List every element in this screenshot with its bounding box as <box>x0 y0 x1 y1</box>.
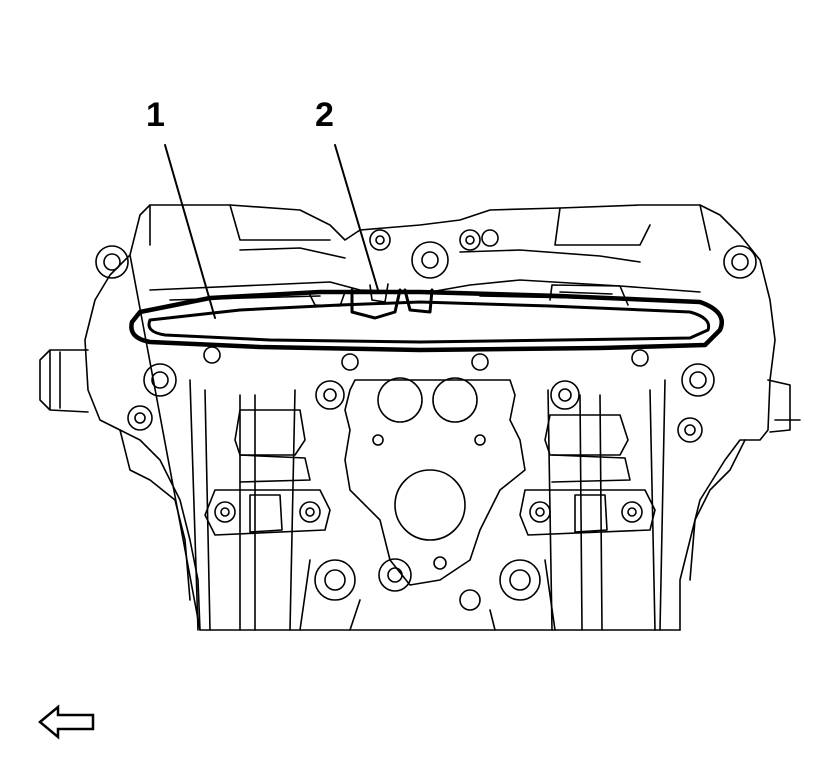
callout-1-leader <box>164 144 216 319</box>
coolant-outlet-pipe <box>39 349 89 413</box>
center-seal-section <box>350 288 434 320</box>
center-plate <box>344 379 526 586</box>
callout-2-label: 2 <box>315 96 334 134</box>
right-camshaft <box>547 389 656 631</box>
left-arrow-icon <box>38 704 95 740</box>
cylinder-head-outline <box>84 204 776 631</box>
camshaft-cover-seal <box>129 289 724 353</box>
callout-2-leader <box>334 144 379 291</box>
callout-1-label: 1 <box>146 96 165 134</box>
